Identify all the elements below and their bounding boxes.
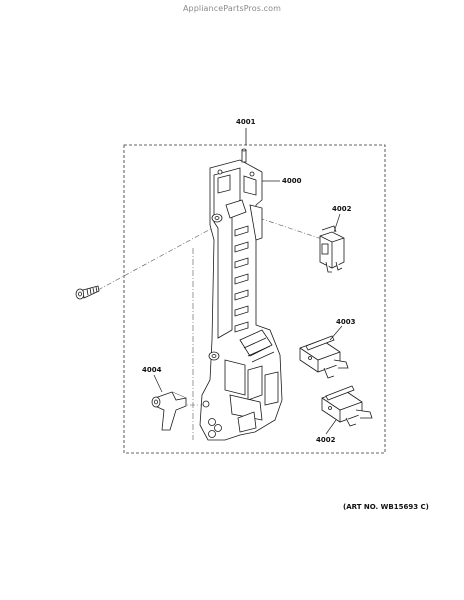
door-switch-middle-part [299,335,349,379]
leader-4002-top [333,213,341,233]
leader-4004 [153,374,163,393]
callout-4004: 4004 [142,366,162,374]
art-number-label: (ART NO. WB15693 C) [343,503,429,511]
door-switch-top-part [319,225,345,273]
leader-4003 [329,325,343,341]
lever-part [151,391,187,431]
callout-4000: 4000 [282,177,302,185]
door-switch-bottom-part [321,385,373,427]
leader-4002-bottom [325,419,337,435]
screw-axis-line [97,224,219,291]
callout-4002-bottom: 4002 [316,436,336,444]
switch-axis-line [249,214,326,241]
callout-4002-top: 4002 [332,205,352,213]
main-bracket-part [199,148,283,441]
assembly-boundary [123,144,386,454]
callout-4001: 4001 [236,118,256,126]
callout-4003: 4003 [336,318,356,326]
screw-part [75,285,100,300]
watermark-text: AppliancePartsPros.com [182,4,282,13]
